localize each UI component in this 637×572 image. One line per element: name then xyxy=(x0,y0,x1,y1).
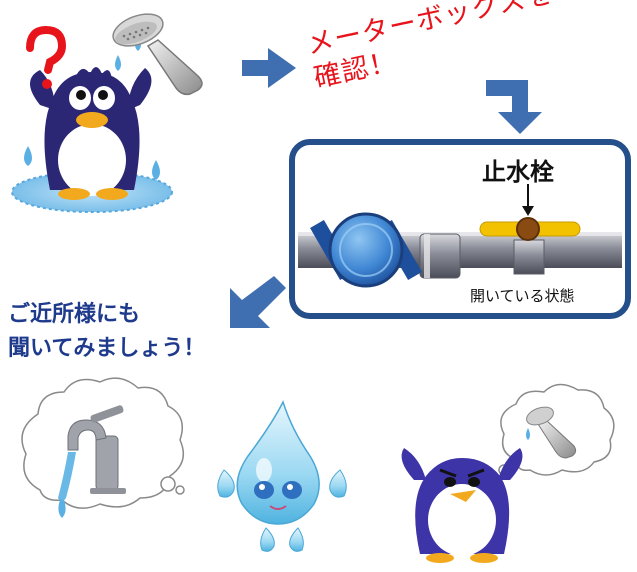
ask-neighbors-text: ご近所様にも 聞いてみましょう！ xyxy=(8,298,205,366)
stop-valve-label: 止水栓 xyxy=(482,158,554,186)
pointer-arrow-icon xyxy=(522,184,534,216)
question-mark-icon xyxy=(26,25,67,89)
water-drop-icon xyxy=(217,400,347,552)
valve-status-label: 開いている状態 xyxy=(470,287,575,305)
ask-neighbors-line1: ご近所様にも xyxy=(8,302,141,327)
arrow-turn-down-icon xyxy=(486,80,542,134)
pipe-coupling xyxy=(419,233,461,279)
arrow-right-icon xyxy=(242,48,296,88)
water-meter-icon xyxy=(310,212,422,288)
stop-valve-icon xyxy=(479,217,581,275)
shower-head-icon xyxy=(526,406,577,459)
arrow-down-left-icon xyxy=(230,276,286,328)
ask-neighbors-line2: 聞いてみましょう！ xyxy=(8,336,206,361)
penguin-female xyxy=(401,448,523,563)
faucet-icon xyxy=(58,405,126,518)
shower-head-icon xyxy=(112,13,203,96)
penguin-confused xyxy=(30,67,152,200)
meter-box xyxy=(289,139,631,319)
